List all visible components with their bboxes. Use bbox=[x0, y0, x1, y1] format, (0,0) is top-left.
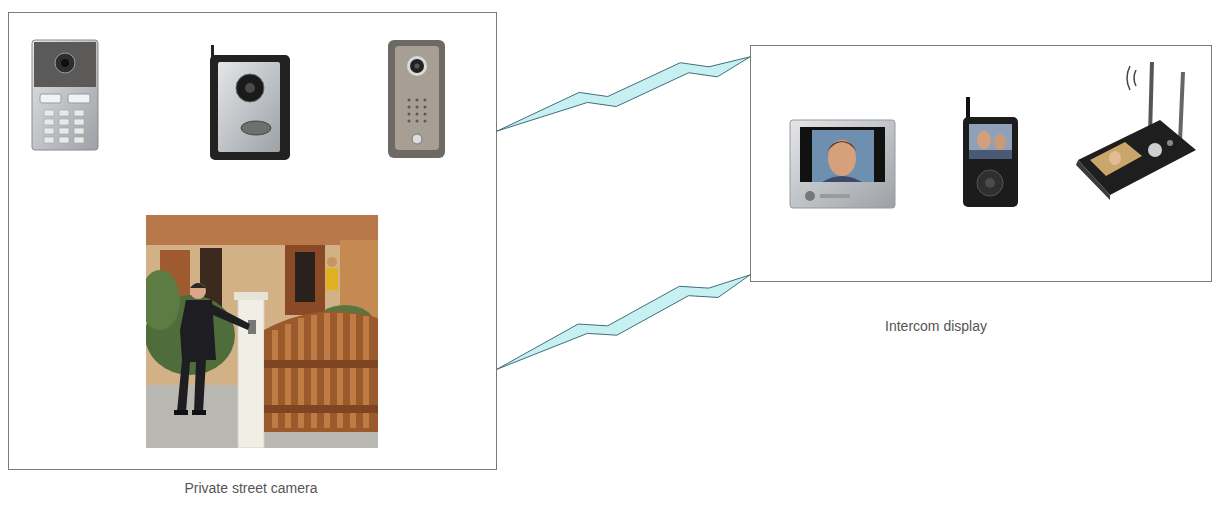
base-station bbox=[1076, 62, 1196, 200]
door-camera bbox=[388, 40, 445, 158]
handheld-display bbox=[963, 97, 1018, 207]
door-camera bbox=[210, 45, 290, 160]
wireless-signal-bolt bbox=[497, 57, 750, 131]
intercom-monitor bbox=[790, 120, 895, 208]
door-panel bbox=[32, 40, 98, 150]
wireless-signal-bolt bbox=[497, 275, 750, 369]
group-caption: Intercom display bbox=[786, 318, 1086, 334]
group-caption: Private street camera bbox=[101, 480, 401, 496]
gate-photo bbox=[146, 215, 378, 448]
